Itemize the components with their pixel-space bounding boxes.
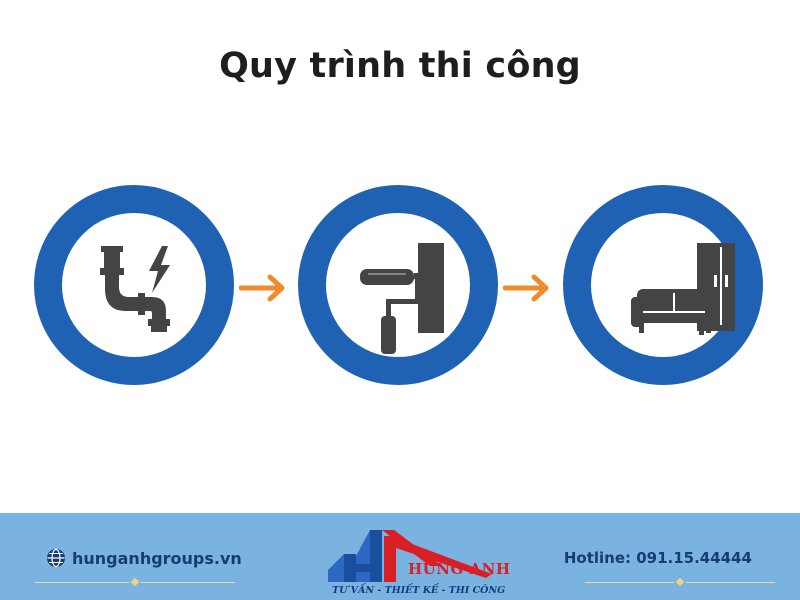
logo-mark-icon (328, 530, 492, 582)
step-plumbing-electrical (34, 185, 234, 385)
page-title: Quy trình thi công (219, 46, 581, 86)
sofa-wardrobe-icon (631, 243, 735, 335)
logo-name: HÙNG ANH (408, 560, 511, 578)
divider (35, 577, 235, 588)
step-painting (298, 185, 498, 385)
pipe-electric-icon (100, 246, 170, 332)
footer-bar: hunganhgroups.vn HÙNG ANH TƯ VẤN - THIẾT… (0, 513, 800, 600)
step-furnishing (563, 185, 763, 385)
globe-icon (47, 548, 65, 568)
paint-roller-icon (360, 243, 444, 354)
arrow-right-icon (239, 274, 285, 302)
arrow-right-icon (503, 274, 549, 302)
website-link[interactable]: hunganhgroups.vn (46, 548, 242, 568)
hotline-text[interactable]: Hotline: 091.15.44444 (563, 549, 752, 567)
website-text: hunganhgroups.vn (72, 548, 242, 568)
hung-anh-logo: HÙNG ANH TƯ VẤN - THIẾT KẾ - THI CÔNG (322, 516, 510, 600)
logo-tagline: TƯ VẤN - THIẾT KẾ - THI CÔNG (332, 585, 506, 596)
divider (585, 577, 775, 588)
